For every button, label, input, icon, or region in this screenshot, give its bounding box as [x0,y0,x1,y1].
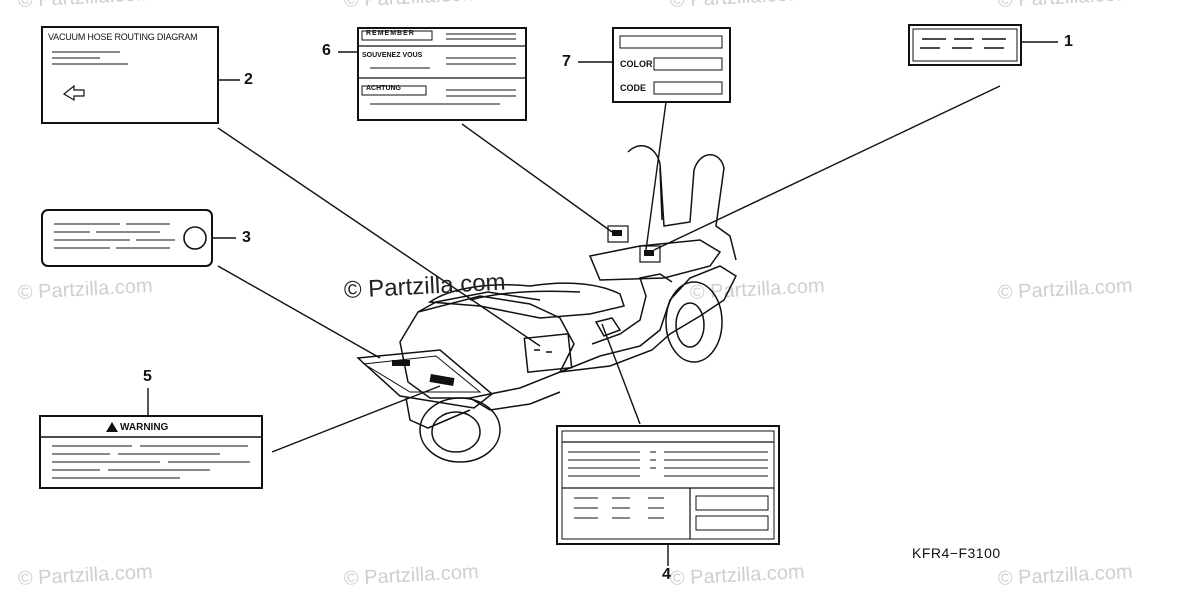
remember-label-text: REMEMBER [366,30,415,37]
scooter-drawing [356,145,737,463]
callout-1: 1 [1064,33,1073,50]
callout-6: 6 [322,42,331,59]
souvenez-label-text: SOUVENEZ VOUS [362,52,423,59]
color-label-text: COLOR [620,59,653,69]
callout-5: 5 [143,368,152,385]
code-label-text: CODE [620,83,647,93]
label-2 [41,26,219,124]
label-6 [357,27,527,121]
callout-7: 7 [562,53,571,70]
label-3 [41,209,213,267]
label-5 [39,415,263,489]
warning-label-text: WARNING [120,422,169,433]
label-1 [908,24,1022,66]
callout-2: 2 [244,71,253,88]
diagram-code: KFR4−F3100 [912,545,1001,561]
leader-lines [147,41,1058,566]
achtung-label-text: ACHTUNG [366,85,401,92]
callout-3: 3 [242,229,251,246]
label-4 [556,425,780,545]
label-7 [612,27,731,103]
callout-4: 4 [662,566,671,583]
vacuum-label-text: VACUUM HOSE ROUTING DIAGRAM [48,32,198,42]
